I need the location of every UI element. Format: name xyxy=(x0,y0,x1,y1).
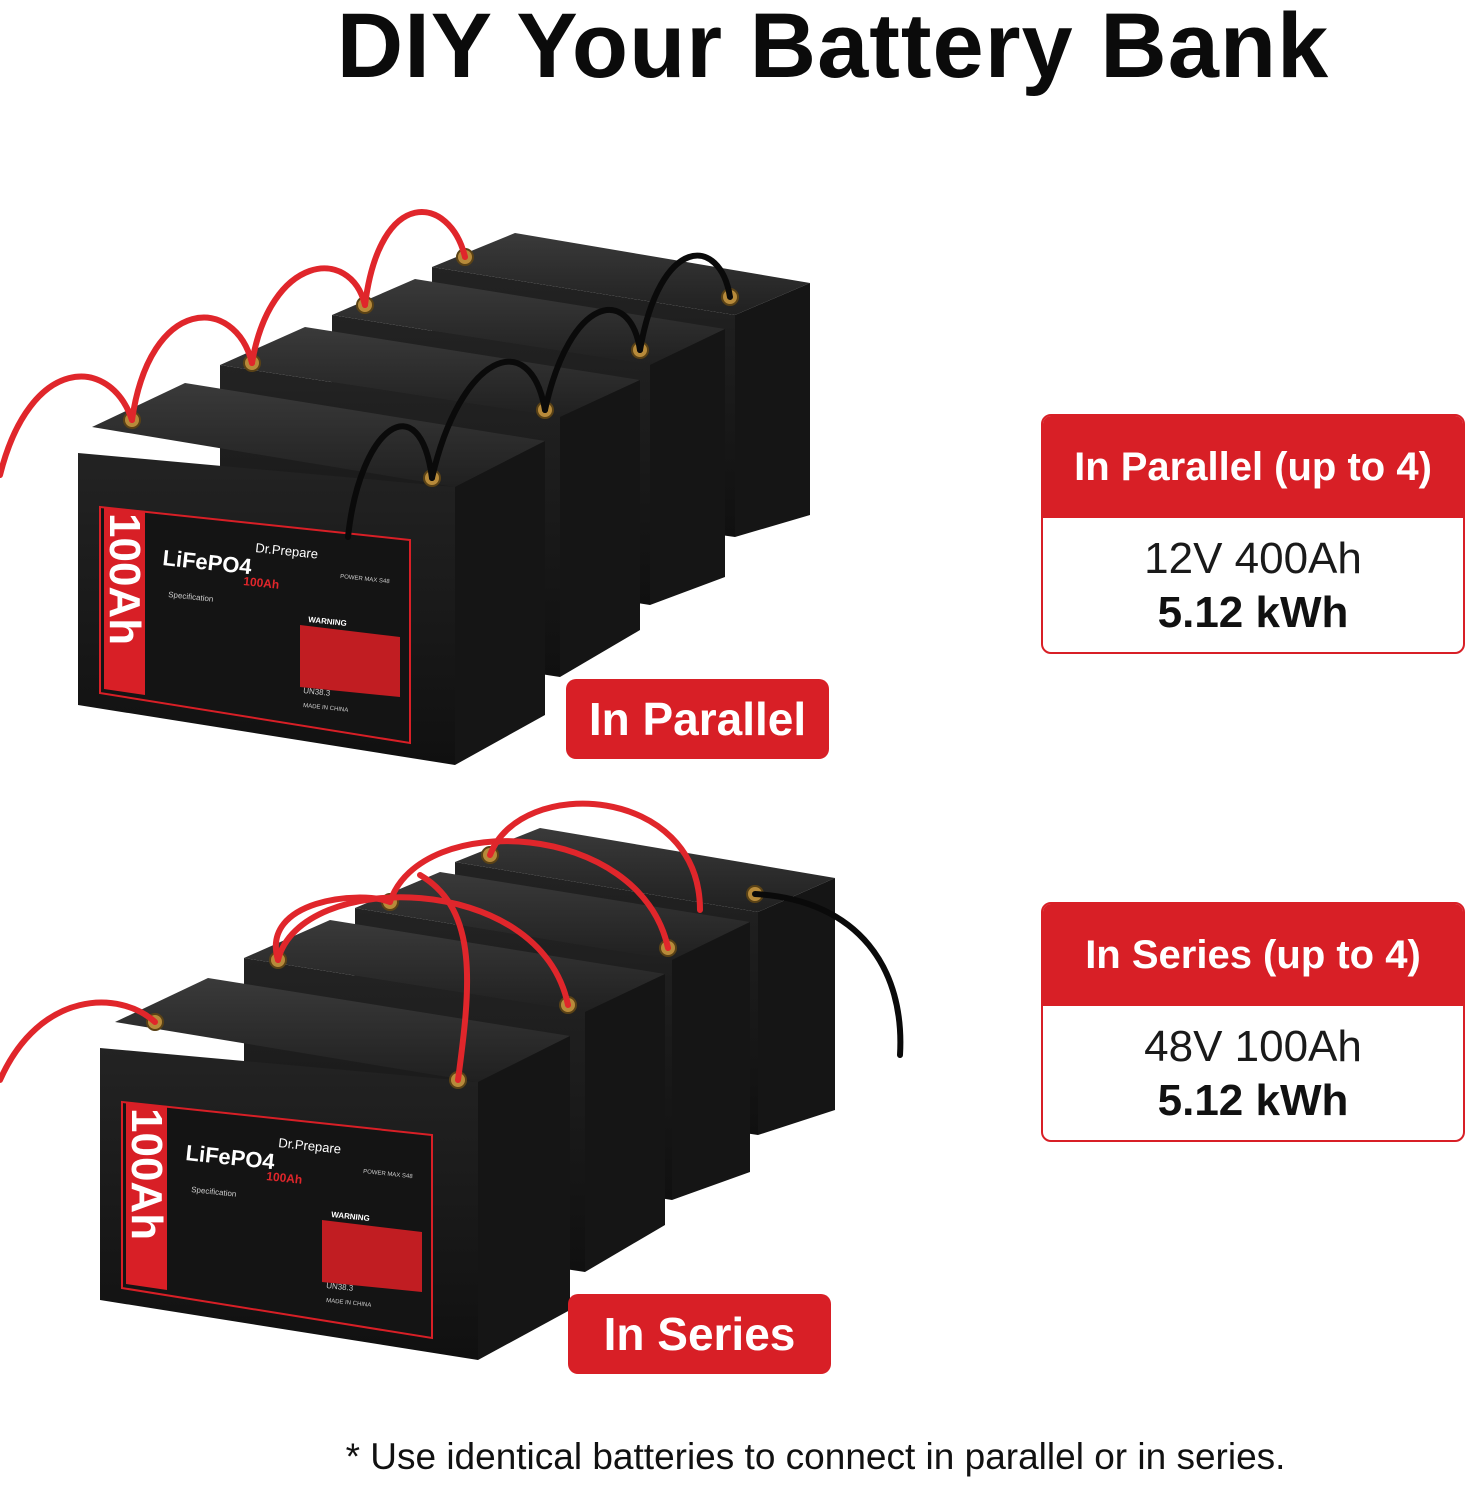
parallel-spec-title: In Parallel (up to 4) xyxy=(1043,416,1463,518)
battery-made-in-text: MADE IN CHINA xyxy=(326,1298,372,1309)
battery-made-in-text: MADE IN CHINA xyxy=(303,703,349,714)
battery-capacity-side-text: 100Ah xyxy=(100,513,149,645)
battery-capacity-small-text: 100Ah xyxy=(266,1169,303,1187)
series-voltage-capacity: 48V 100Ah xyxy=(1144,1022,1362,1071)
battery-capacity-side-text: 100Ah xyxy=(122,1108,171,1240)
battery-warning-text: WARNING xyxy=(308,615,347,628)
battery-model-text: POWER MAX S48 xyxy=(340,574,391,585)
battery-model-text: POWER MAX S48 xyxy=(363,1169,414,1180)
black-cables xyxy=(345,252,733,540)
battery-capacity-small-text: 100Ah xyxy=(243,574,280,592)
parallel-energy: 5.12 kWh xyxy=(1157,588,1349,637)
battery-1: 100Ah Dr.Prepare LiFePO4 100Ah Specifica… xyxy=(100,978,570,1360)
series-battery-illustration: 100Ah Dr.Prepare LiFePO4 100Ah Specifica… xyxy=(0,800,904,1360)
battery-cert-text: UN38.3 xyxy=(303,686,331,698)
footnote: * Use identical batteries to connect in … xyxy=(345,1436,1286,1477)
series-spec-box: In Series (up to 4) 48V 100Ah 5.12 kWh xyxy=(1041,902,1465,1142)
in-series-label: In Series xyxy=(568,1294,831,1374)
black-cables xyxy=(752,891,904,1058)
red-cables xyxy=(0,800,703,1083)
parallel-voltage-capacity: 12V 400Ah xyxy=(1144,534,1362,583)
series-spec-title: In Series (up to 4) xyxy=(1043,904,1463,1006)
battery-warning-text: WARNING xyxy=(331,1210,370,1223)
red-cables xyxy=(0,209,468,478)
parallel-spec-box: In Parallel (up to 4) 12V 400Ah 5.12 kWh xyxy=(1041,414,1465,654)
battery-brand-text: Dr.Prepare xyxy=(255,540,319,561)
page-title: DIY Your Battery Bank xyxy=(336,0,1330,97)
battery-brand-text: Dr.Prepare xyxy=(278,1135,342,1156)
battery-cert-text: UN38.3 xyxy=(326,1281,354,1293)
parallel-battery-illustration: 100Ah Dr.Prepare LiFePO4 100Ah Specifica… xyxy=(0,209,810,765)
battery-1: 100Ah Dr.Prepare LiFePO4 100Ah Specifica… xyxy=(78,383,545,765)
in-parallel-label: In Parallel xyxy=(566,679,829,759)
series-energy: 5.12 kWh xyxy=(1157,1076,1349,1125)
